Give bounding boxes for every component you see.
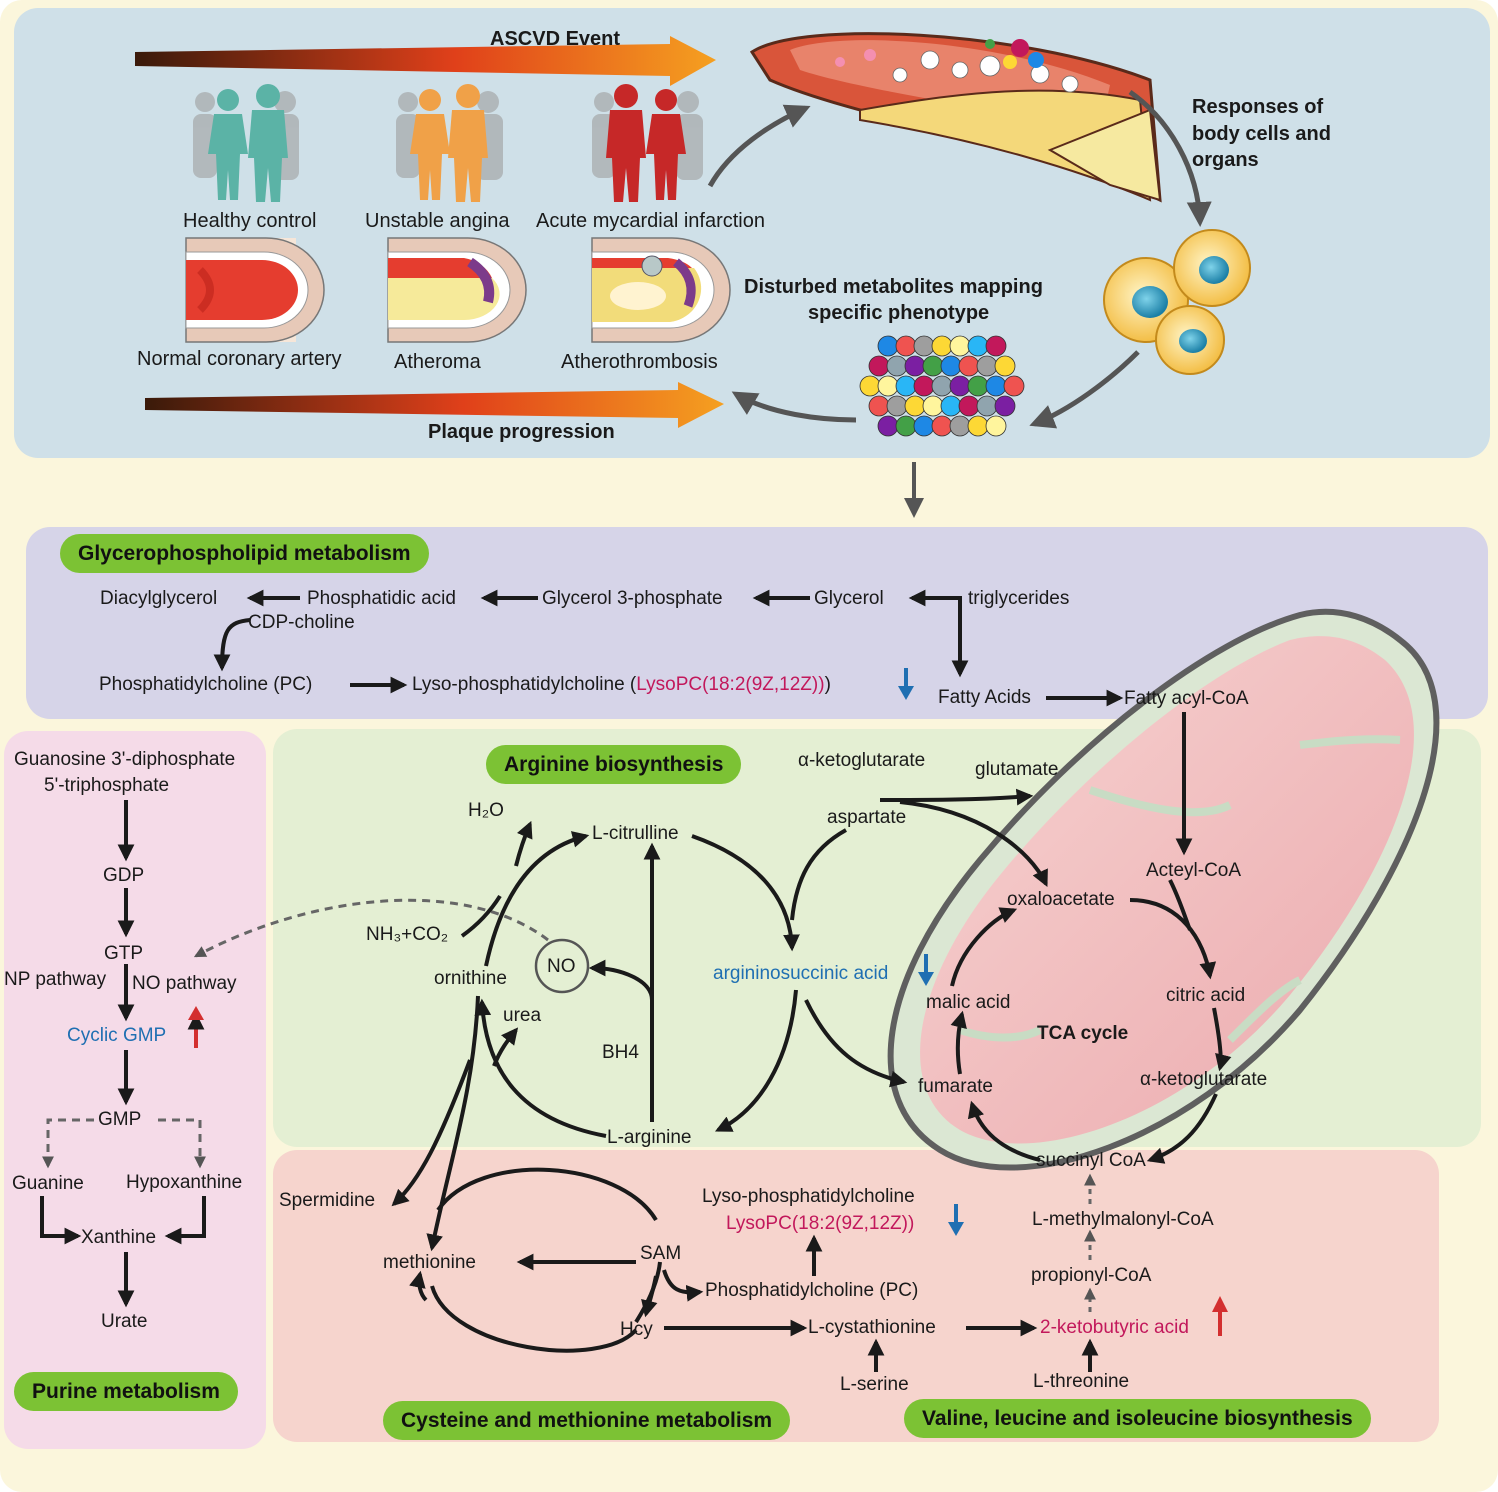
lysopc-prefix: Lyso-phosphatidylcholine ( [412, 674, 637, 695]
glutamate-label: glutamate [975, 759, 1059, 780]
pc-bottom-label: Phosphatidylcholine (PC) [705, 1280, 919, 1301]
unstable-angina-label: Unstable angina [365, 210, 510, 232]
healthy-control-label: Healthy control [183, 210, 317, 232]
no-circle [534, 938, 590, 994]
tca-cycle-label: TCA cycle [1037, 1023, 1129, 1044]
succinyl-coa-label: succinyl CoA [1036, 1150, 1146, 1171]
responses-label-3: organs [1192, 149, 1259, 171]
gdp-label: GDP [103, 865, 145, 886]
mitochondrion-icon [887, 608, 1440, 1171]
phosphatidic-acid-label: Phosphatidic acid [307, 588, 456, 609]
cyclic-gmp-label: Cyclic GMP [67, 1025, 167, 1046]
top-panel [14, 8, 1490, 458]
h2o-label: H₂O [468, 800, 504, 821]
hcy-label: Hcy [620, 1319, 653, 1340]
gtp-label: GTP [104, 943, 144, 964]
lysopc-label: Lyso-phosphatidylcholine (LysoPC(18:2(9Z… [412, 675, 831, 694]
atheroma-icon [387, 237, 527, 343]
sam-label: SAM [640, 1243, 682, 1264]
guanine-label: Guanine [12, 1173, 84, 1194]
citric-acid-label: citric acid [1166, 985, 1246, 1006]
akg-top-label: α-ketoglutarate [798, 750, 926, 771]
oxaloacetate-label: oxaloacetate [1007, 889, 1115, 910]
propionyl-label: propionyl-CoA [1031, 1265, 1152, 1286]
l-serine-label: L-serine [840, 1374, 909, 1395]
responses-label-2: body cells and [1192, 123, 1331, 145]
ascvd-event-label: ASCVD Event [490, 28, 621, 50]
methionine-label: methionine [383, 1252, 476, 1273]
ketobutyric-label: 2-ketobutyric acid [1040, 1317, 1189, 1338]
xanthine-label: Xanthine [81, 1227, 157, 1248]
disturbed-label-1: Disturbed metabolites mapping [744, 276, 1043, 298]
phosphatidylcholine-label: Phosphatidylcholine (PC) [99, 674, 313, 695]
body-cells-icon [1103, 229, 1251, 375]
healthy-people-icon [193, 84, 299, 202]
atherothrombosis-icon [591, 237, 731, 343]
cysteine-title: Cysteine and methionine metabolism [383, 1401, 791, 1441]
diacylglycerol-label: Diacylglycerol [100, 588, 218, 609]
cdp-choline-label: CDP-choline [248, 612, 355, 633]
atheroma-label: Atheroma [394, 351, 481, 373]
nh3-co2-label: NH₃+CO₂ [366, 924, 449, 945]
urate-label: Urate [101, 1311, 148, 1332]
np-pathway-label: NP pathway [4, 969, 107, 990]
responses-label-1: Responses of [1192, 96, 1324, 118]
purine-title: Purine metabolism [14, 1372, 238, 1412]
purine-panel [4, 731, 266, 1449]
lysopc-bottom-name: LysoPC(18:2(9Z,12Z)) [726, 1213, 915, 1234]
vessel-plaque-icon [749, 32, 1162, 203]
akg-tca-label: α-ketoglutarate [1140, 1069, 1268, 1090]
plaque-progression-arrow [145, 382, 724, 428]
normal-artery-label: Normal coronary artery [137, 348, 342, 370]
acetyl-coa-label: Acteyl-CoA [1146, 860, 1242, 881]
lysopc-suffix: ) [824, 674, 831, 695]
no-pathway-label: NO pathway [132, 973, 237, 994]
ascvd-event-arrow [135, 36, 716, 86]
normal-artery-icon [185, 237, 325, 343]
l-threonine-label: L-threonine [1033, 1371, 1130, 1392]
arginine-title: Arginine biosynthesis [486, 745, 742, 785]
ami-people-icon [592, 84, 703, 202]
lyso-pc-bottom-label: Lyso-phosphatidylcholine [702, 1186, 915, 1207]
no-label: NO [547, 956, 576, 977]
ornithine-label: ornithine [434, 968, 507, 989]
argininosuccinic-acid-label: argininosuccinic acid [713, 963, 889, 984]
methylmalonyl-label: L-methylmalonyl-CoA [1032, 1209, 1214, 1230]
aspartate-label: aspartate [827, 807, 907, 828]
glycerophospholipid-title: Glycerophospholipid metabolism [60, 534, 429, 574]
spermidine-label: Spermidine [279, 1190, 376, 1211]
urea-label: urea [503, 1005, 542, 1026]
disturbed-label-2: specific phenotype [808, 302, 990, 324]
l-arginine-label: L-arginine [607, 1127, 692, 1148]
ami-label: Acute mycardial infarction [536, 210, 765, 232]
lysopc-name: LysoPC(18:2(9Z,12Z)) [636, 674, 825, 695]
guanosine-label-2: 5'-triphosphate [44, 775, 170, 796]
guanosine-label-1: Guanosine 3'-diphosphate [14, 749, 236, 770]
glycerol-3-phosphate-label: Glycerol 3-phosphate [542, 588, 723, 609]
fatty-acids-label: Fatty Acids [938, 687, 1031, 708]
gmp-label: GMP [98, 1109, 142, 1130]
hypoxanthine-label: Hypoxanthine [126, 1172, 243, 1193]
bh4-label: BH4 [602, 1042, 639, 1063]
fatty-acyl-coa-label: Fatty acyl-CoA [1124, 688, 1249, 709]
angina-people-icon [396, 84, 503, 202]
metabolite-balls-icon [859, 335, 1025, 437]
malic-acid-label: malic acid [926, 992, 1011, 1013]
l-cystathionine-label: L-cystathionine [808, 1317, 936, 1338]
fumarate-label: fumarate [918, 1076, 993, 1097]
triglycerides-label: triglycerides [968, 588, 1070, 609]
valine-title: Valine, leucine and isoleucine biosynthe… [904, 1399, 1371, 1439]
l-citrulline-label: L-citrulline [592, 823, 679, 844]
plaque-progression-label: Plaque progression [428, 421, 615, 443]
glycerol-label: Glycerol [814, 588, 884, 609]
cysteine-panel [273, 1150, 1439, 1442]
atherothrombosis-label: Atherothrombosis [561, 351, 718, 373]
